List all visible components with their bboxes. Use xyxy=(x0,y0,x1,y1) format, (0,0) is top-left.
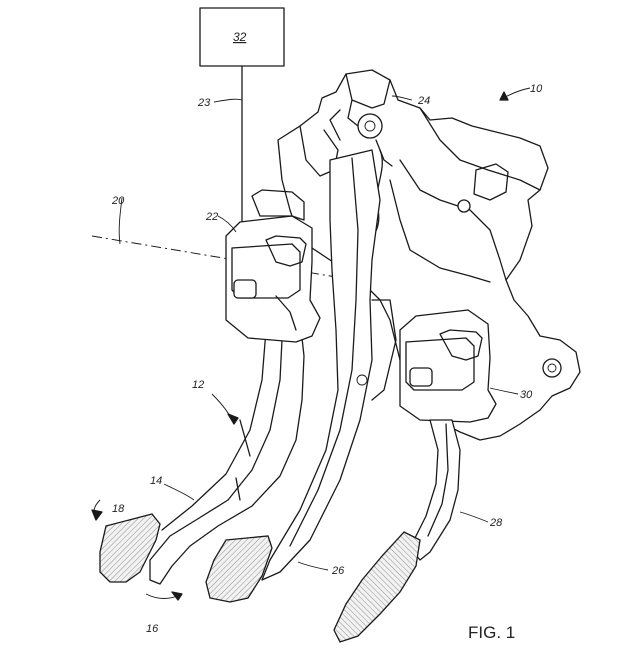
label-18: 18 xyxy=(112,503,125,515)
label-23: 23 xyxy=(197,97,211,109)
figure-caption: FIG. 1 xyxy=(468,623,515,642)
label-24: 24 xyxy=(417,95,430,107)
left-actuator xyxy=(225,189,321,343)
motion-arrows xyxy=(91,87,531,601)
right-actuator xyxy=(399,309,497,423)
right-pedal-pad xyxy=(333,531,421,643)
label-16: 16 xyxy=(146,623,159,635)
pivot-axis xyxy=(91,235,486,303)
label-10: 10 xyxy=(530,83,543,95)
leader-lines xyxy=(118,95,519,571)
label-30: 30 xyxy=(520,389,533,401)
label-28: 28 xyxy=(489,517,503,529)
center-pedal-pad xyxy=(205,535,273,603)
label-20: 20 xyxy=(111,195,125,207)
label-14: 14 xyxy=(150,475,162,487)
label-26: 26 xyxy=(331,565,345,577)
center-pedal-arm xyxy=(261,149,397,581)
label-32: 32 xyxy=(233,30,247,44)
right-pedal-arm xyxy=(409,419,461,561)
controller-box: 32 xyxy=(199,7,285,67)
label-12: 12 xyxy=(192,379,204,391)
left-pedal-pad xyxy=(99,513,161,583)
label-22: 22 xyxy=(205,211,218,223)
